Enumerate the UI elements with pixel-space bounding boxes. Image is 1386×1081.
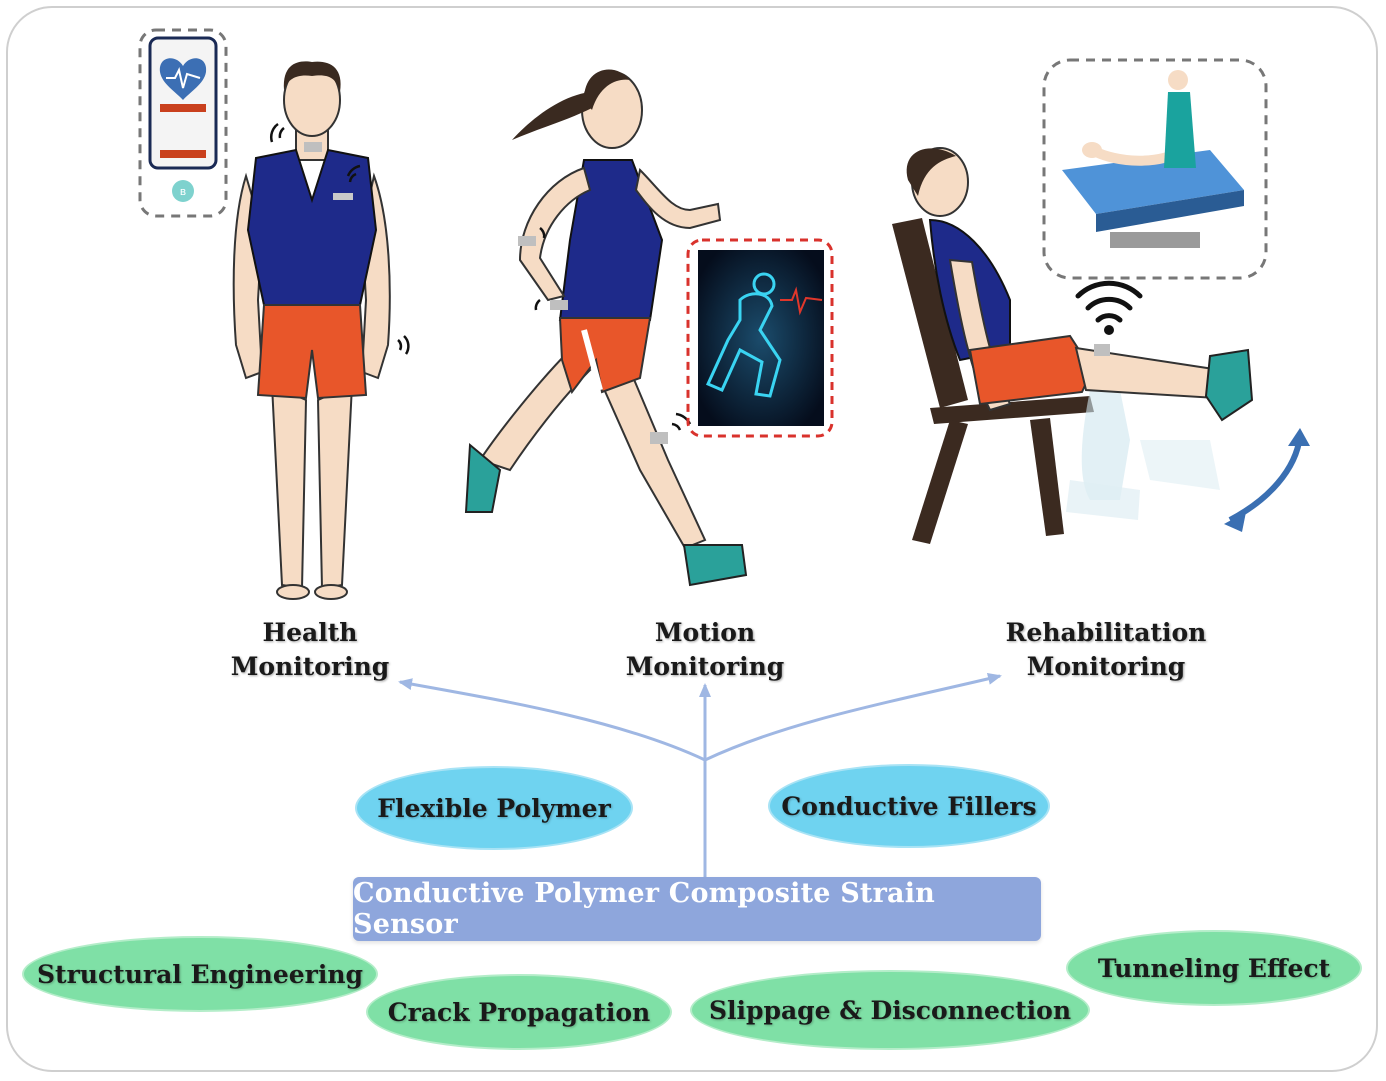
- rehab-label-line2: Monitoring: [1026, 652, 1186, 681]
- motion-label-line1: Motion: [654, 618, 756, 647]
- motion-monitoring-label: Motion Monitoring: [610, 616, 800, 684]
- conductive-fillers-text: Conductive Fillers: [781, 791, 1037, 821]
- crack-propagation-text: Crack Propagation: [387, 997, 651, 1027]
- heart-icon: [159, 58, 207, 100]
- bluetooth-icon: [172, 180, 194, 202]
- svg-text:ʙ: ʙ: [180, 185, 186, 198]
- structural-engineering-text: Structural Engineering: [37, 959, 363, 989]
- connector-arrows: [398, 672, 1002, 877]
- standing-man: [232, 61, 410, 600]
- flexible-polymer-text: Flexible Polymer: [377, 793, 611, 823]
- tunneling-effect-ellipse: Tunneling Effect: [1066, 930, 1362, 1006]
- tunneling-effect-text: Tunneling Effect: [1097, 953, 1331, 983]
- health-monitoring-label: Health Monitoring: [220, 616, 400, 684]
- flexible-polymer-ellipse: Flexible Polymer: [355, 766, 633, 850]
- slippage-disconnection-ellipse: Slippage & Disconnection: [690, 970, 1090, 1050]
- rehab-panel: [1042, 58, 1268, 280]
- rehabilitation-monitoring-label: Rehabilitation Monitoring: [996, 616, 1216, 684]
- seated-person: [892, 147, 1310, 544]
- slippage-disconnection-text: Slippage & Disconnection: [708, 995, 1072, 1025]
- motion-screen-panel: [686, 238, 834, 438]
- phone-panel: ʙ: [138, 28, 228, 218]
- core-sensor-text: Conductive Polymer Composite Strain Sens…: [353, 878, 936, 940]
- runner: [464, 69, 748, 587]
- conductive-fillers-ellipse: Conductive Fillers: [768, 764, 1050, 848]
- health-label-line1: Health: [262, 618, 358, 647]
- health-label-line2: Monitoring: [230, 652, 390, 681]
- structural-engineering-ellipse: Structural Engineering: [22, 936, 378, 1012]
- core-sensor-box: Conductive Polymer Composite Strain Sens…: [353, 877, 1041, 941]
- rehab-label-line1: Rehabilitation: [1005, 618, 1207, 647]
- motion-label-line2: Monitoring: [625, 652, 785, 681]
- crack-propagation-ellipse: Crack Propagation: [366, 974, 672, 1050]
